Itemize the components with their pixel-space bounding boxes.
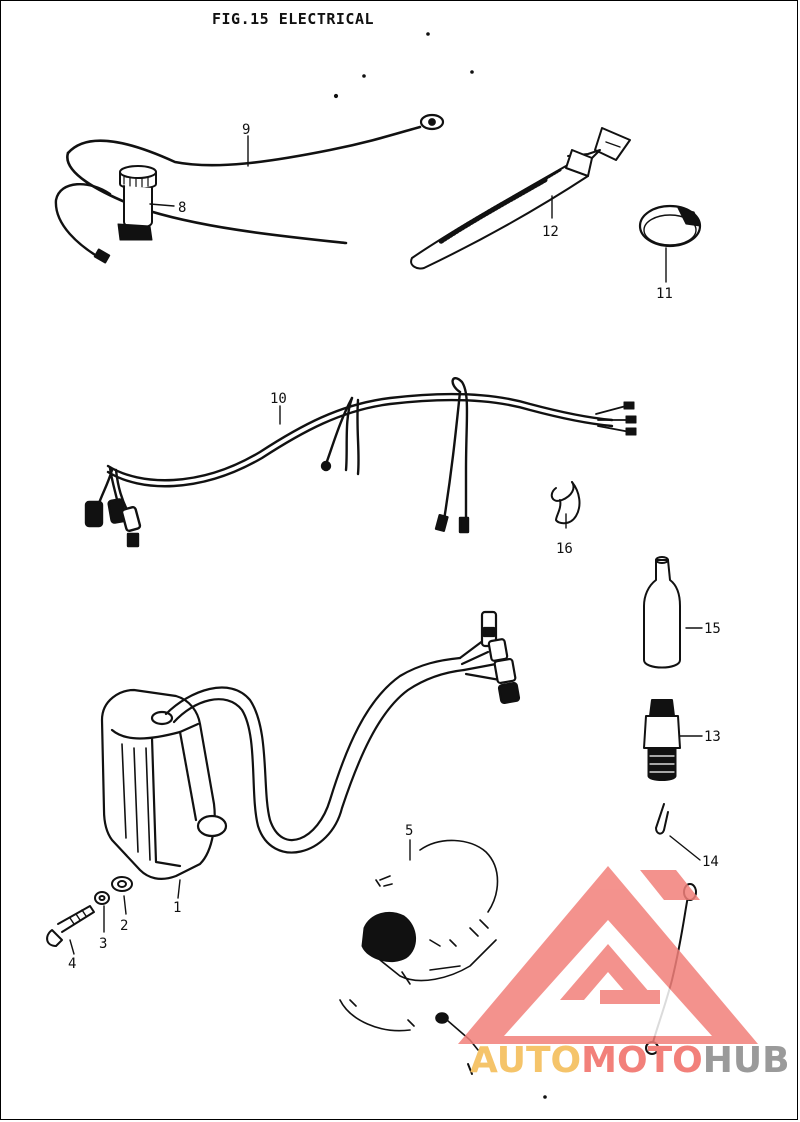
part-16-clip xyxy=(550,481,581,525)
specks xyxy=(333,32,547,1099)
part-15-cap xyxy=(643,556,681,669)
callout-1: 1 xyxy=(173,900,181,916)
part-11-clamp xyxy=(638,204,702,248)
callout-12: 12 xyxy=(542,224,559,240)
part-8-switch xyxy=(54,165,157,264)
callout-8: 8 xyxy=(178,200,186,216)
part-13-sensor xyxy=(643,699,681,781)
callout-9: 9 xyxy=(242,122,250,138)
callout-15: 15 xyxy=(704,621,721,637)
callout-14: 14 xyxy=(702,854,719,870)
part-2-washer xyxy=(111,876,133,892)
part-12-strap-band xyxy=(410,127,631,270)
watermark-wordmark: AUTOMOTOHUB xyxy=(470,1040,790,1081)
callout-11: 11 xyxy=(656,286,673,302)
callout-4: 4 xyxy=(68,956,76,972)
callout-2: 2 xyxy=(120,918,128,934)
callout-numbers: 9 8 12 11 10 16 15 13 14 5 1 2 3 4 xyxy=(68,122,721,972)
callout-3: 3 xyxy=(99,936,107,952)
part-3-lock-washer xyxy=(94,891,110,905)
watermark-part-moto: MOTO xyxy=(581,1040,703,1081)
leader-lines xyxy=(69,135,703,955)
watermark-logo-mark xyxy=(458,866,758,1044)
figure-title: FIG.15 ELECTRICAL xyxy=(212,10,375,28)
watermark-part-auto: AUTO xyxy=(470,1040,582,1081)
watermark-part-hub: HUB xyxy=(702,1040,790,1081)
callout-16: 16 xyxy=(556,541,573,557)
part-4-bolt xyxy=(46,905,95,947)
part-10-wire-harness xyxy=(84,377,637,548)
callout-10: 10 xyxy=(270,391,287,407)
part-1-cdi-unit xyxy=(100,610,521,880)
callout-5: 5 xyxy=(405,823,413,839)
callout-13: 13 xyxy=(704,729,721,745)
